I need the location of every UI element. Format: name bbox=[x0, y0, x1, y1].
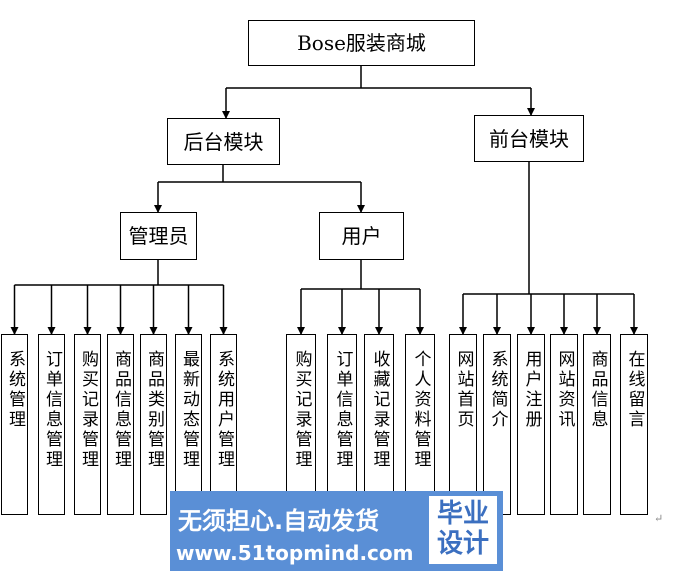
watermark-url: www.51topmind.com bbox=[176, 541, 414, 565]
leaf-label: 最新动态管理 bbox=[179, 350, 199, 470]
watermark: 无须担心.自动发货 www.51topmind.com 毕业 设计 bbox=[170, 491, 503, 571]
back-module-node: 后台模块 bbox=[167, 118, 280, 165]
leaf-label: 系统简介 bbox=[487, 350, 508, 430]
leaf-label: 购买记录管理 bbox=[291, 350, 312, 470]
user-leaf-node: 订单信息管理 bbox=[327, 334, 357, 515]
user-node: 用户 bbox=[319, 212, 404, 260]
front-leaf-node: 在线留言 bbox=[620, 334, 648, 515]
leaf-label: 订单信息管理 bbox=[332, 350, 353, 470]
leaf-label: 商品信息管理 bbox=[111, 350, 131, 470]
return-mark: ↵ bbox=[654, 512, 664, 525]
leaf-label: 购买记录管理 bbox=[78, 350, 98, 470]
leaf-label: 个人资料管理 bbox=[410, 350, 431, 470]
user-leaf-node: 个人资料管理 bbox=[405, 334, 435, 515]
root-node: Bose服装商城 bbox=[248, 20, 475, 66]
admin-node: 管理员 bbox=[120, 212, 197, 260]
leaf-label: 用户注册 bbox=[521, 350, 542, 430]
leaf-label: 收藏记录管理 bbox=[369, 350, 390, 470]
leaf-label: 商品类别管理 bbox=[144, 350, 164, 470]
admin-leaf-node: 商品信息管理 bbox=[107, 334, 134, 515]
leaf-label: 在线留言 bbox=[624, 350, 645, 430]
front-module-node: 前台模块 bbox=[474, 115, 584, 162]
front-leaf-node: 网站资讯 bbox=[550, 334, 578, 515]
admin-leaf-node: 系统管理 bbox=[1, 334, 28, 515]
leaf-label: 商品信息 bbox=[587, 350, 608, 430]
front-leaf-node: 网站首页 bbox=[449, 334, 477, 515]
admin-leaf-node: 订单信息管理 bbox=[38, 334, 65, 515]
watermark-seal: 毕业 设计 bbox=[429, 496, 497, 564]
leaf-label: 订单信息管理 bbox=[42, 350, 62, 470]
admin-leaf-node: 购买记录管理 bbox=[74, 334, 101, 515]
front-leaf-node: 商品信息 bbox=[583, 334, 611, 515]
admin-leaf-node: 商品类别管理 bbox=[140, 334, 167, 515]
leaf-label: 网站资讯 bbox=[554, 350, 575, 430]
leaf-label: 系统用户管理 bbox=[214, 350, 234, 470]
admin-leaf-node: 最新动态管理 bbox=[175, 334, 202, 515]
front-leaf-node: 系统简介 bbox=[483, 334, 511, 515]
user-leaf-node: 收藏记录管理 bbox=[364, 334, 394, 515]
leaf-label: 系统管理 bbox=[5, 350, 25, 430]
watermark-slogan: 无须担心.自动发货 bbox=[178, 507, 380, 535]
leaf-label: 网站首页 bbox=[453, 350, 474, 430]
front-leaf-node: 用户注册 bbox=[517, 334, 545, 515]
admin-leaf-node: 系统用户管理 bbox=[210, 334, 237, 515]
user-leaf-node: 购买记录管理 bbox=[286, 334, 316, 515]
